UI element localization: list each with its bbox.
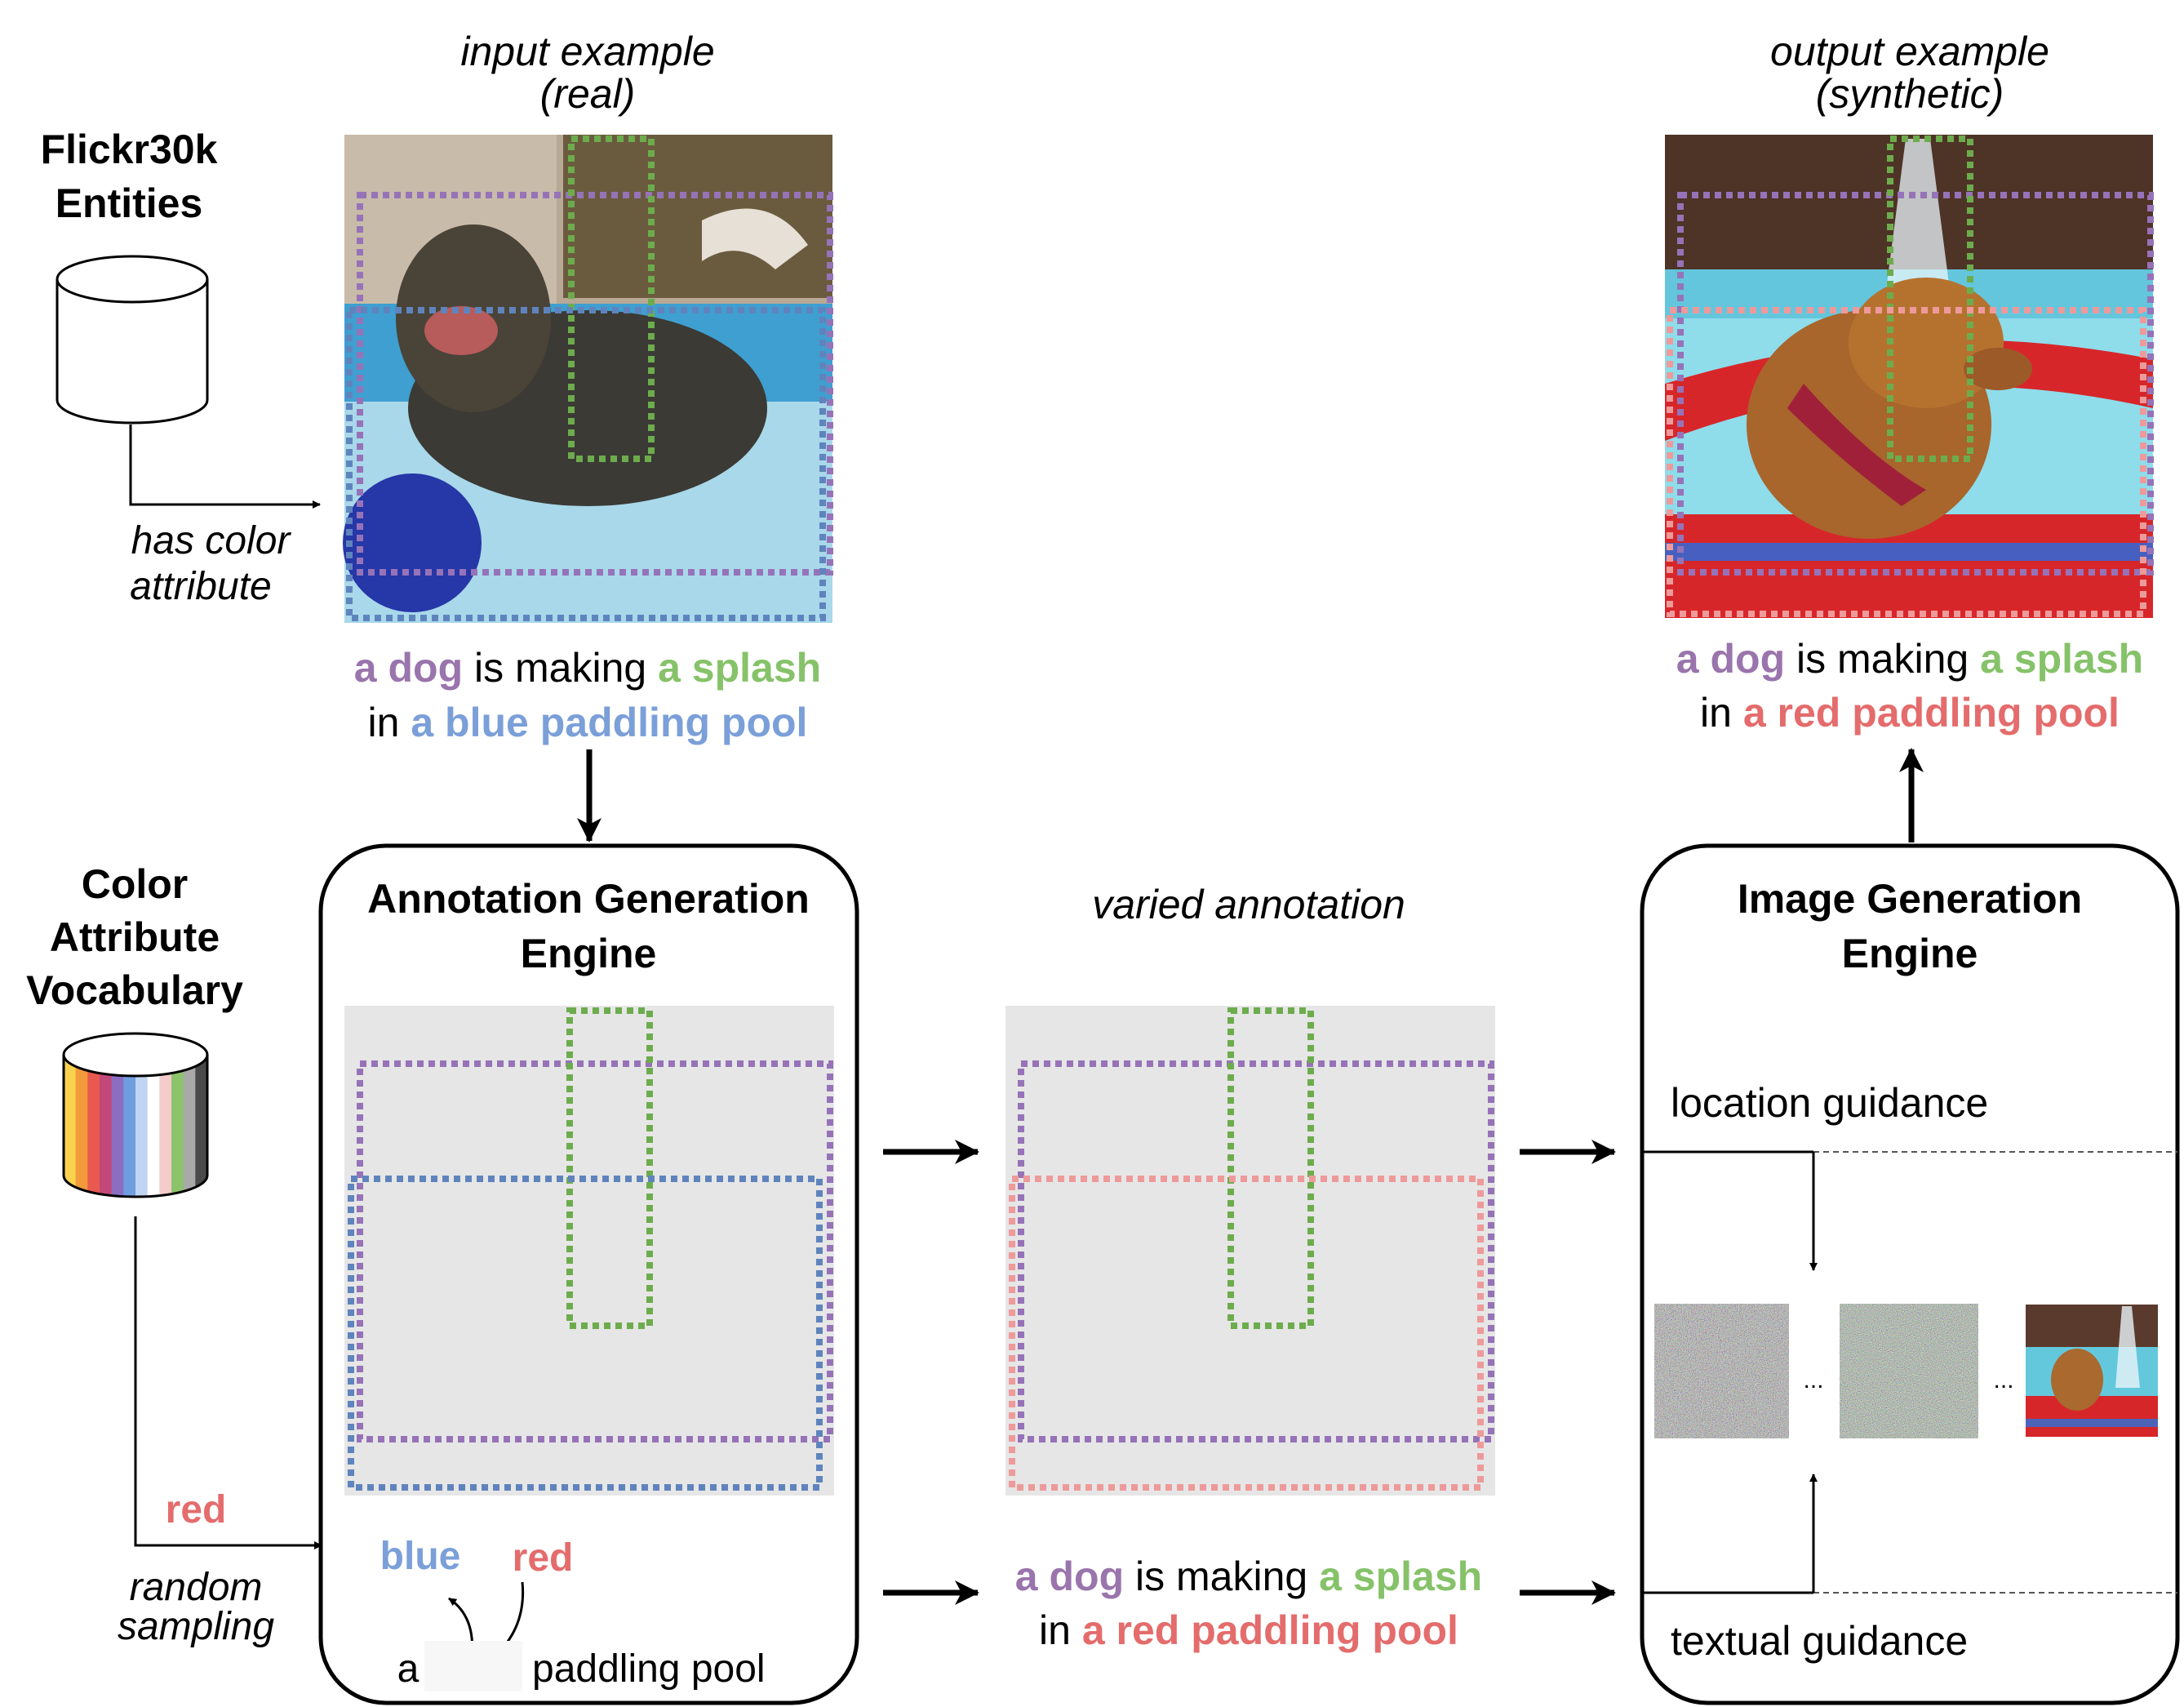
- annotation-engine-title-line2: Engine: [521, 931, 657, 976]
- output-caption-line1: a dog is making a splash: [1676, 636, 2143, 682]
- output-example: output example (synthetic) a dog is maki…: [1665, 29, 2154, 736]
- varied-annotation-label: varied annotation: [1092, 882, 1405, 927]
- varied-caption-verb: is making: [1124, 1554, 1319, 1599]
- output-caption-verb: is making: [1785, 636, 1980, 682]
- filter-label-line2: attribute: [130, 565, 271, 608]
- varied-bbox-dog: [1018, 1060, 1494, 1443]
- input-caption-splash: a splash: [658, 645, 821, 691]
- output-caption-line2: in a red paddling pool: [1700, 690, 2120, 736]
- replaced-word-blue: blue: [380, 1535, 461, 1578]
- vocab-color-stripe: [87, 1034, 100, 1197]
- output-caption-pool: a red paddling pool: [1743, 690, 2120, 736]
- layout-bbox-splash: [566, 1007, 653, 1329]
- input-caption-dog: a dog: [354, 645, 463, 691]
- input-bbox-splash: [568, 136, 655, 462]
- layout-bbox-pool-blue: [348, 1176, 823, 1491]
- sampling-label-line1: random: [130, 1566, 263, 1609]
- input-caption-line1: a dog is making a splash: [354, 645, 821, 691]
- image-engine-box: [1640, 843, 2180, 1705]
- sampled-color-word: red: [166, 1488, 227, 1531]
- location-guidance-label: location guidance: [1671, 1080, 1988, 1126]
- vocab-color-stripe: [75, 1034, 88, 1197]
- vocab-to-engine-arrow: [134, 1216, 322, 1549]
- varied-caption-line2: in a red paddling pool: [1039, 1607, 1458, 1653]
- textual-guidance-label: textual guidance: [1671, 1618, 1968, 1664]
- output-title-line2: (synthetic): [1816, 71, 2004, 117]
- color-database-icon: [62, 1032, 209, 1198]
- varied-caption-pool: a red paddling pool: [1082, 1607, 1458, 1653]
- input-title-line2: (real): [540, 71, 636, 117]
- input-bbox-pool: [346, 307, 826, 621]
- template-article: a: [397, 1647, 419, 1691]
- input-caption-pool: a blue paddling pool: [411, 700, 807, 745]
- word-slot: [424, 1641, 522, 1691]
- layout-bbox-dog: [357, 1060, 833, 1443]
- varied-layout-canvas: [1005, 1006, 1495, 1496]
- vocab-label-line1: Color: [82, 861, 189, 907]
- vocab-color-stripe: [171, 1034, 184, 1197]
- denoise-ellipsis-1: ...: [1803, 1367, 1823, 1394]
- input-photo: [343, 135, 832, 623]
- vocab-color-stripe: [183, 1034, 196, 1197]
- annotation-layout-canvas: [344, 1006, 834, 1496]
- filter-label-line1: has color: [131, 519, 292, 562]
- flickr30k-source: Flickr30k Entities has color attribute: [41, 127, 321, 608]
- input-caption-line2: in a blue paddling pool: [368, 700, 808, 745]
- varied-bbox-splash: [1227, 1007, 1314, 1329]
- input-title-line1: input example: [460, 29, 714, 74]
- output-photo: [1665, 135, 2153, 618]
- noise-texture-2: [1840, 1304, 1978, 1438]
- flickr-to-input-arrow: [129, 425, 321, 509]
- output-bbox-dog: [1677, 192, 2154, 576]
- varied-caption-line1: a dog is making a splash: [1015, 1554, 1482, 1599]
- varied-caption-dog: a dog: [1015, 1554, 1124, 1599]
- annotation-generation-engine: Annotation Generation Engine blue red a …: [318, 843, 859, 1705]
- vocab-label-line2: Attribute: [50, 914, 220, 960]
- annotation-engine-title-line1: Annotation Generation: [367, 876, 810, 922]
- flickr-label-line1: Flickr30k: [41, 127, 218, 172]
- varied-caption-splash: a splash: [1319, 1554, 1482, 1599]
- template-noun-phrase: paddling pool: [532, 1647, 766, 1691]
- replacement-word-red: red: [513, 1536, 574, 1580]
- image-engine-title-line2: Engine: [1842, 931, 1978, 976]
- generated-thumbnail: [2026, 1305, 2158, 1437]
- varied-caption-in: in: [1039, 1607, 1082, 1653]
- image-generation-engine: Image Generation Engine location guidanc…: [1640, 748, 2180, 1705]
- output-caption-in: in: [1700, 690, 1743, 736]
- input-bbox-dog: [357, 192, 833, 576]
- database-icon: [55, 255, 209, 425]
- flickr-label-line2: Entities: [55, 180, 203, 226]
- sampling-label-line2: sampling: [118, 1605, 274, 1648]
- color-vocabulary-source: Color Attribute Vocabulary red random sa…: [26, 861, 322, 1648]
- input-caption-verb: is making: [463, 645, 658, 691]
- input-example: input example (real) a dog is making a s…: [343, 29, 833, 842]
- varied-bbox-pool-red: [1009, 1176, 1484, 1491]
- image-engine-title-line1: Image Generation: [1738, 876, 2082, 922]
- varied-annotation: varied annotation a dog is making a spla…: [883, 882, 1616, 1653]
- output-caption-dog: a dog: [1676, 636, 1785, 682]
- noise-texture-1: [1654, 1304, 1789, 1438]
- vocab-color-stripe: [195, 1034, 207, 1197]
- output-bbox-splash: [1887, 136, 1973, 462]
- output-caption-splash: a splash: [1980, 636, 2143, 682]
- denoise-ellipsis-2: ...: [1993, 1367, 2013, 1394]
- input-caption-in: in: [368, 700, 411, 745]
- vocab-color-stripe: [64, 1034, 77, 1197]
- vocab-label-line3: Vocabulary: [26, 967, 243, 1013]
- output-title-line1: output example: [1770, 29, 2049, 74]
